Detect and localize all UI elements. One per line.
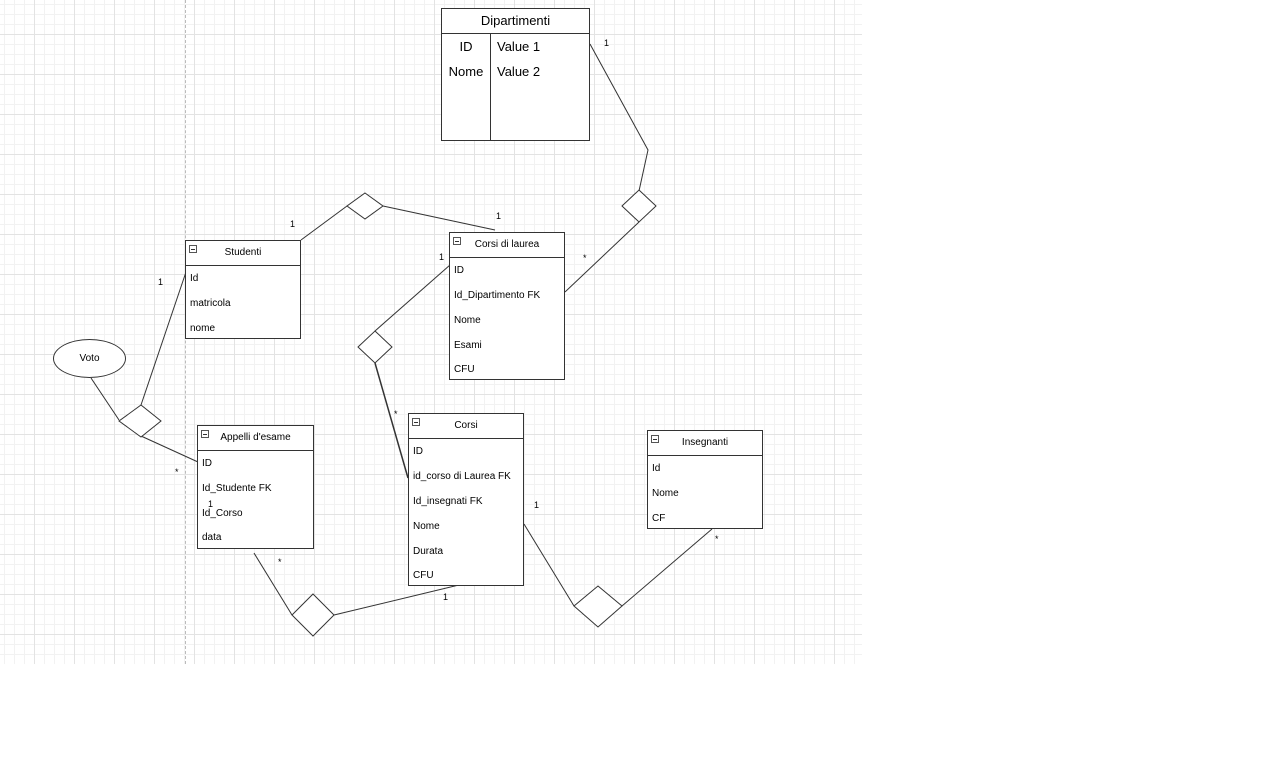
field-row: Id_Corso: [202, 508, 243, 519]
field-row: Id_Dipartimento FK: [454, 290, 541, 301]
cardinality-label: 1: [604, 38, 610, 48]
link-relation-corsi-laurea-top: [382, 205, 496, 231]
field-row: nome: [190, 323, 216, 334]
entity-title: Corsi di laurea: [474, 239, 540, 250]
entity-appelli-esame[interactable]: Appelli d'esame ID Id_Studente FK Id_Cor…: [197, 425, 314, 549]
cardinality-label: *: [715, 534, 719, 544]
relation-diamond-cdl-corsi[interactable]: [357, 330, 393, 364]
link-relation-insegnanti: [621, 528, 713, 607]
cardinality-label: 1: [496, 211, 502, 221]
link-relation-corsi-laurea: [564, 221, 640, 293]
diagram-canvas[interactable]: [0, 0, 862, 664]
collapse-icon[interactable]: [189, 245, 197, 253]
field-row: Nome: [454, 315, 481, 326]
cardinality-label: 1: [158, 277, 164, 287]
column-divider: [490, 34, 491, 140]
field-row: Esami: [454, 340, 482, 351]
collapse-icon[interactable]: [412, 418, 420, 426]
link-relation-corsi-bottom: [333, 583, 464, 616]
collapse-icon[interactable]: [201, 430, 209, 438]
field-row: ID: [413, 446, 423, 457]
entity-corsi-di-laurea[interactable]: Corsi di laurea ID Id_Dipartimento FK No…: [449, 232, 565, 380]
field-row: id_corso di Laurea FK: [413, 471, 511, 482]
cardinality-label: 1: [439, 252, 445, 262]
table-value-cell: Value 1: [497, 39, 541, 54]
field-row: Durata: [413, 546, 444, 557]
cardinality-label: 1: [534, 500, 540, 510]
relation-diamond-stud-appelli[interactable]: [118, 404, 162, 438]
relation-diamond-appelli-corsi[interactable]: [291, 593, 335, 637]
link-studenti-relation: [300, 205, 348, 241]
entity-studenti[interactable]: Studenti Id matricola nome: [185, 240, 301, 339]
relation-diamond-dip-cdl[interactable]: [621, 189, 657, 223]
field-row: CF: [652, 513, 666, 524]
field-row: Id: [652, 463, 661, 474]
link-voto-relation: [90, 377, 120, 421]
cardinality-label: *: [394, 409, 398, 419]
cardinality-label: 1: [208, 499, 214, 509]
entity-dipartimenti[interactable]: Dipartimenti ID Nome Value 1 Value 2: [441, 8, 590, 141]
field-row: ID: [202, 458, 212, 469]
link-appelli-relation: [253, 552, 293, 616]
entity-title: Studenti: [224, 247, 262, 258]
cardinality-label: 1: [290, 219, 296, 229]
relation-diamond-stud-cdl[interactable]: [346, 192, 384, 220]
link-corsi-laurea-relation: [374, 264, 451, 332]
link-corsi-relation: [523, 523, 575, 607]
cardinality-label: *: [583, 253, 587, 263]
link-relation-corsi: [374, 362, 409, 479]
table-key-cell: ID: [459, 39, 473, 54]
cardinality-label: 1: [443, 592, 449, 602]
relation-diamond-corsi-insegnanti[interactable]: [573, 585, 623, 628]
field-row: Id_Studente FK: [202, 483, 272, 494]
cardinality-label: *: [278, 557, 282, 567]
link-studenti-relation-appelli: [140, 271, 187, 406]
relationship-links: [90, 43, 713, 637]
field-row: Id_insegnati FK: [413, 496, 483, 507]
field-row: CFU: [454, 364, 475, 375]
collapse-icon[interactable]: [453, 237, 461, 245]
attribute-voto[interactable]: Voto: [53, 339, 126, 378]
entity-insegnanti[interactable]: Insegnanti Id Nome CF: [647, 430, 763, 529]
field-row: Nome: [652, 488, 679, 499]
entity-corsi[interactable]: Corsi ID id_corso di Laurea FK Id_insegn…: [408, 413, 524, 586]
field-row: matricola: [190, 298, 231, 309]
field-row: ID: [454, 265, 464, 276]
table-value-cell: Value 2: [497, 64, 541, 79]
field-row: Nome: [413, 521, 440, 532]
link-dipartimenti-relation: [589, 43, 649, 192]
field-row: data: [202, 532, 222, 543]
link-relation-appelli: [140, 435, 199, 463]
field-row: Id: [190, 273, 199, 284]
cardinality-label: *: [175, 467, 179, 477]
field-row: CFU: [413, 570, 434, 581]
table-key-cell: Nome: [448, 64, 484, 79]
entity-title: Insegnanti: [681, 437, 729, 448]
collapse-icon[interactable]: [651, 435, 659, 443]
entity-title: Dipartimenti: [442, 9, 589, 34]
entity-title: Appelli d'esame: [220, 432, 291, 443]
entity-title: Corsi: [454, 420, 478, 431]
